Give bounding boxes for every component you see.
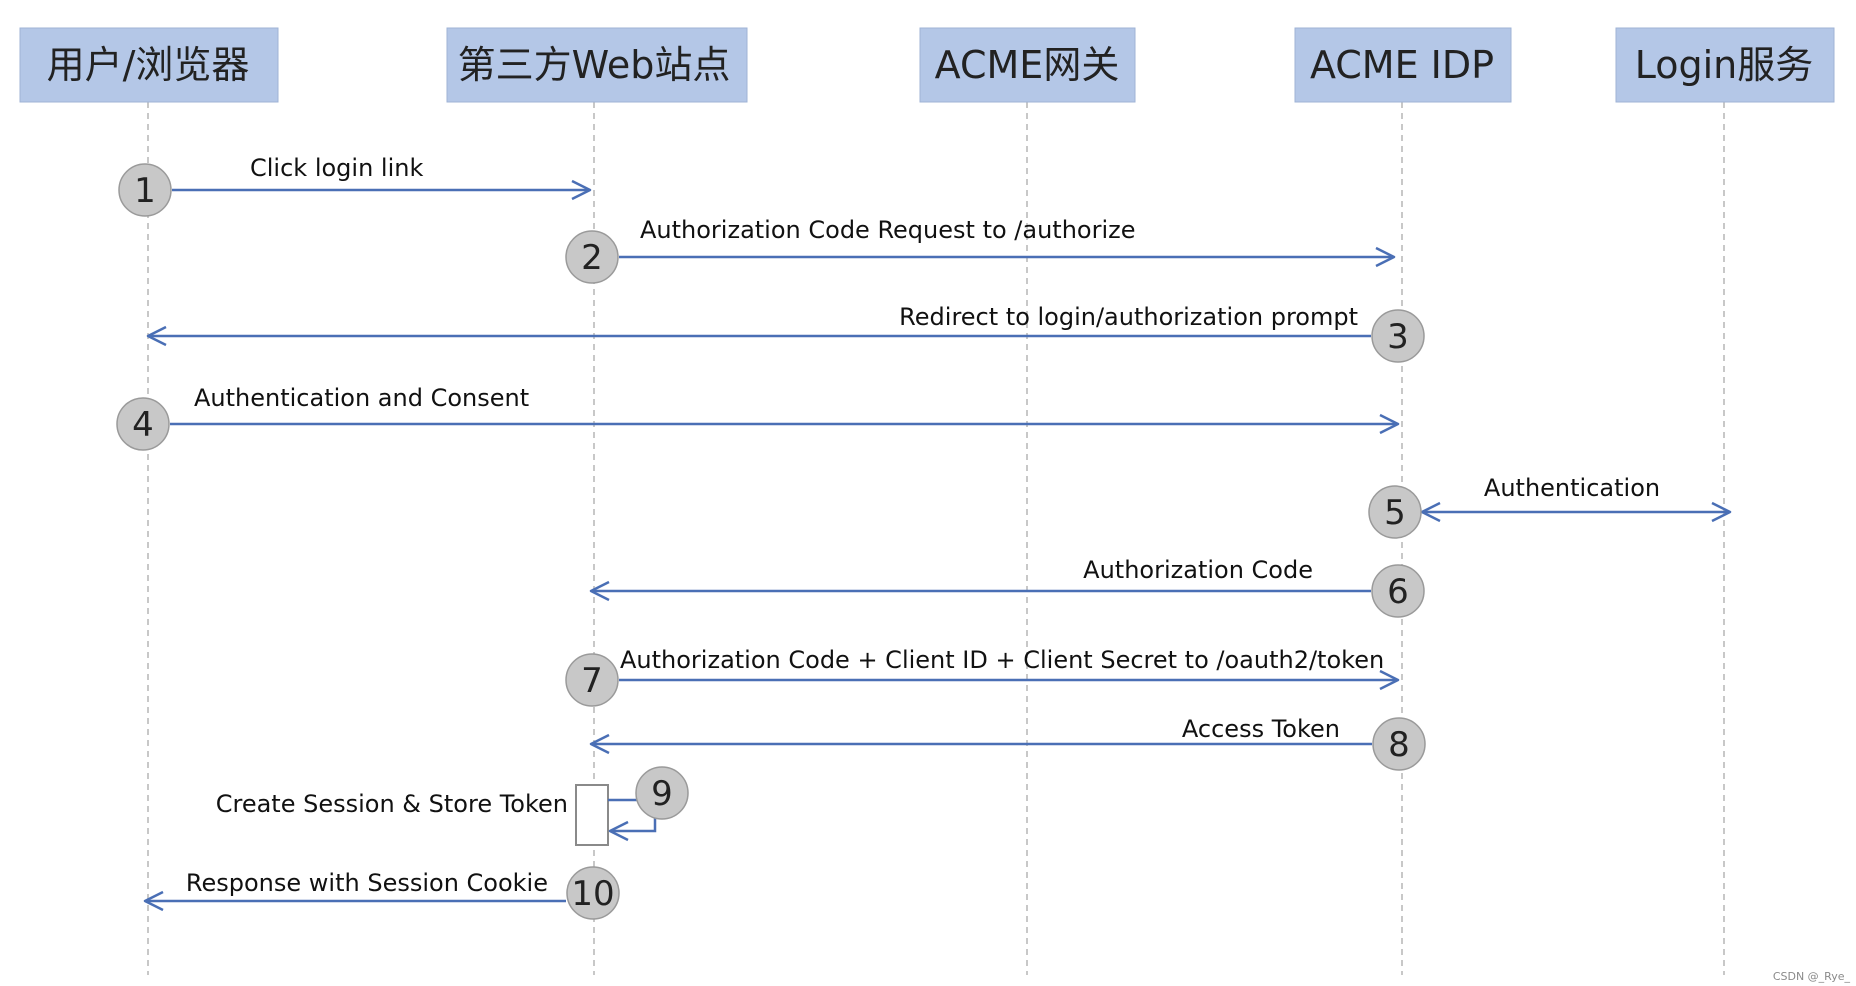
step-number-10: 10 [571,874,614,914]
actor-box-browser [19,27,279,103]
arrowhead-8 [589,733,610,755]
actor-label-web: 第三方Web站点 [458,43,731,87]
step-number-9: 9 [651,774,673,814]
actor-box-gateway [919,27,1136,103]
message-label-5: Authentication [1484,474,1660,502]
step-number-2: 2 [581,238,603,278]
arrowhead-1 [571,179,592,201]
message-label-2: Authorization Code Request to /authorize [640,216,1136,244]
step-number-6: 6 [1387,572,1409,612]
arrowhead-5-start [1420,501,1441,523]
step-number-3: 3 [1387,317,1409,357]
step-number-7: 7 [581,661,603,701]
message-label-8: Access Token [1182,715,1340,743]
message-label-1: Click login link [250,154,423,182]
step-circle-5 [1368,485,1422,539]
step-circle-3 [1371,309,1425,363]
arrowhead-3 [146,325,167,347]
arrowhead-10 [143,890,164,912]
actor-label-idp: ACME IDP [1310,43,1494,87]
step-circle-2 [565,230,619,284]
arrowhead-9 [608,820,629,842]
step-circle-9 [635,766,689,820]
actor-label-login: Login服务 [1635,43,1814,87]
arrowhead-5 [1711,501,1732,523]
arrowhead-7 [1379,669,1400,691]
message-label-4: Authentication and Consent [194,384,529,412]
step-number-5: 5 [1384,493,1406,533]
step-circle-8 [1372,717,1426,771]
actor-box-login [1615,27,1835,103]
step-circle-6 [1371,564,1425,618]
watermark: CSDN @_Rye_ [1773,970,1851,983]
step-number-4: 4 [132,405,154,445]
actor-label-browser: 用户/浏览器 [47,43,250,87]
step-circle-10 [566,866,620,920]
step-number-8: 8 [1388,725,1410,765]
arrowhead-2 [1375,246,1396,268]
message-label-7: Authorization Code + Client ID + Client … [620,646,1384,674]
step-number-1: 1 [134,171,156,211]
step-circle-4 [116,397,170,451]
actor-box-idp [1294,27,1512,103]
message-label-3: Redirect to login/authorization prompt [899,303,1358,331]
step-circle-7 [565,653,619,707]
actor-box-web [446,27,748,103]
arrowhead-6 [589,580,610,602]
step-circle-1 [118,163,172,217]
activation-box [575,784,609,846]
message-label-6: Authorization Code [1083,556,1313,584]
message-label-10: Response with Session Cookie [186,869,548,897]
message-label-9: Create Session & Store Token [216,790,568,818]
actor-label-gateway: ACME网关 [935,43,1120,87]
arrowhead-4 [1379,413,1400,435]
